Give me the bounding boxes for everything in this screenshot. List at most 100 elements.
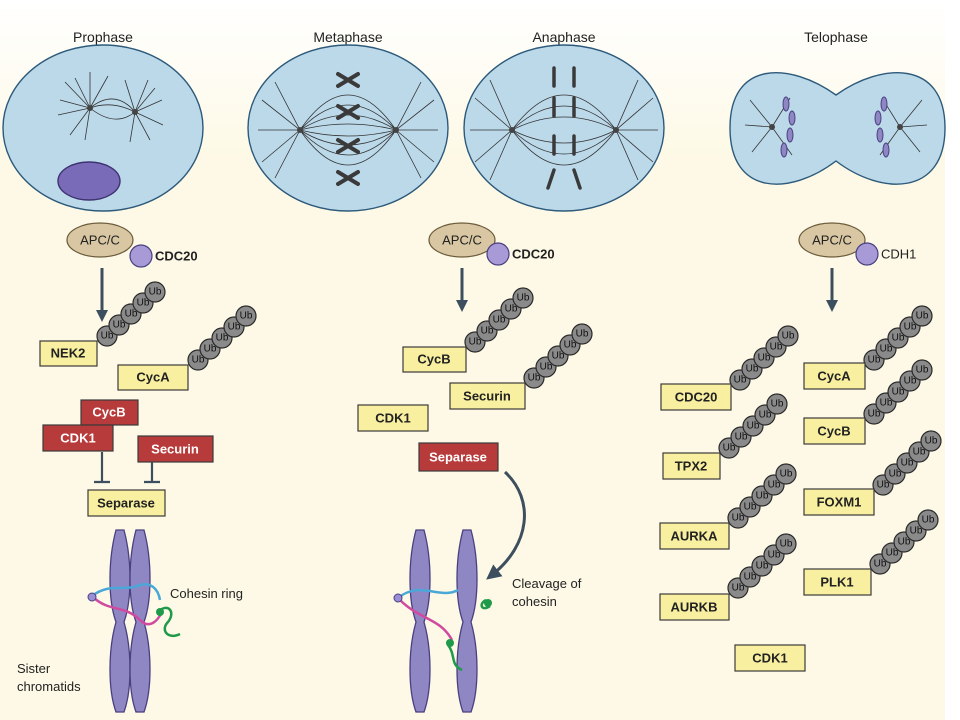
apc-label: APC/C (812, 233, 852, 248)
ubiquitin-icon (911, 359, 933, 381)
inhibition-bar-icon (94, 452, 110, 484)
apc-anaphase: APC/C (428, 222, 496, 258)
svg-text:TPX2: TPX2 (675, 459, 708, 474)
svg-text:CDK1: CDK1 (752, 651, 787, 666)
ubiquitin-label: Ub (780, 539, 793, 550)
ubiquitin-label: Ub (125, 309, 138, 320)
ubiquitin-icon (766, 393, 788, 415)
ubiquitin-label: Ub (916, 311, 929, 322)
cofactor-cdc20-anaphase: CDC20 (486, 242, 555, 266)
ubiquitin-icon (512, 287, 534, 309)
svg-text:Separase: Separase (97, 496, 155, 511)
ubiquitin-icon (920, 430, 942, 452)
svg-text:Separase: Separase (429, 450, 487, 465)
ubiquitin-label: Ub (734, 375, 747, 386)
ubiquitin-label: Ub (735, 432, 748, 443)
substrate-cycb-telophase: CycB (803, 417, 866, 445)
svg-text:Securin: Securin (463, 389, 511, 404)
ubiquitin-icon (571, 323, 593, 345)
ubiquitin-label: Ub (868, 409, 881, 420)
ubiquitin-label: Ub (901, 458, 914, 469)
substrate-cdc20: CDC20 (660, 383, 732, 411)
cleavage-label-line1: Cleavage of (512, 576, 582, 591)
ubiquitin-label: Ub (886, 548, 899, 559)
ubiquitin-label: Ub (768, 550, 781, 561)
cofactor-cdc20-prophase: CDC20 (129, 244, 198, 268)
ubiquitin-label: Ub (771, 399, 784, 410)
ubiquitin-label: Ub (880, 344, 893, 355)
ubiquitin-label: Ub (528, 373, 541, 384)
ubiquitin-label: Ub (913, 447, 926, 458)
active-separase: Separase (418, 442, 499, 472)
ubiquitin-label: Ub (192, 355, 205, 366)
ubiquitin-label: Ub (889, 469, 902, 480)
ubiquitin-chains: UbUbUbUbUbUbUbUbUbUbUbUbUbUbUbUbUbUbUbUb… (96, 281, 942, 599)
ubiquitin-label: Ub (101, 331, 114, 342)
sister-chromatids-label-line2: chromatids (17, 679, 81, 694)
ubiquitin-label: Ub (922, 515, 935, 526)
ubiquitin-label: Ub (113, 320, 126, 331)
ubiquitin-label: Ub (904, 376, 917, 387)
ubiquitin-label: Ub (744, 502, 757, 513)
cleavage-label-line2: cohesin (512, 594, 557, 609)
substrate-foxm1: FOXM1 (803, 488, 875, 516)
substrate-cycb: CycB (402, 346, 467, 373)
ubiquitin-icon (775, 463, 797, 485)
inhibitor-cdk1: CDK1 (42, 424, 114, 452)
ubiquitin-label: Ub (780, 469, 793, 480)
svg-text:CycA: CycA (136, 370, 170, 385)
ubiquitin-label: Ub (768, 480, 781, 491)
ubiquitin-label: Ub (216, 333, 229, 344)
svg-text:PLK1: PLK1 (820, 575, 853, 590)
ubiquitin-label: Ub (877, 480, 890, 491)
apc-label: APC/C (442, 233, 482, 248)
anaphase-cell (463, 44, 665, 212)
ubiquitin-icon (144, 281, 166, 303)
ubiquitin-label: Ub (576, 329, 589, 340)
ubiquitin-label: Ub (732, 513, 745, 524)
phase-title-anaphase: Anaphase (532, 29, 595, 45)
curved-arrow-icon (486, 470, 526, 580)
ubiquitin-label: Ub (747, 421, 760, 432)
ubiquitin-label: Ub (782, 331, 795, 342)
svg-text:CycB: CycB (817, 424, 850, 439)
ubiquitin-label: Ub (756, 491, 769, 502)
ubiquitin-label: Ub (756, 561, 769, 572)
substrate-aurka: AURKA (659, 522, 730, 550)
svg-text:CycB: CycB (417, 352, 450, 367)
svg-text:Securin: Securin (151, 442, 199, 457)
ubiquitin-label: Ub (746, 364, 759, 375)
apc-prophase: APC/C (66, 222, 134, 258)
telophase-cell (729, 72, 946, 185)
ubiquitin-label: Ub (240, 311, 253, 322)
ubiquitin-icon (917, 509, 939, 531)
substrate-plk1: PLK1 (803, 568, 872, 596)
ubiquitin-label: Ub (149, 287, 162, 298)
phase-title-telophase: Telophase (804, 29, 868, 45)
cohesin-ring-label: Cohesin ring (170, 586, 243, 601)
prophase-cell (2, 44, 204, 212)
ubiquitin-label: Ub (481, 326, 494, 337)
ubiquitin-label: Ub (552, 351, 565, 362)
ubiquitin-label: Ub (517, 293, 530, 304)
substrate-cyca: CycA (117, 364, 189, 391)
substrate-aurkb: AURKB (659, 593, 730, 621)
ubiquitin-label: Ub (759, 410, 772, 421)
ubiquitin-label: Ub (892, 333, 905, 344)
sister-chromatids-label-line1: Sister (17, 661, 51, 676)
inhibitor-cycb: CycB (80, 399, 139, 426)
ubiquitin-label: Ub (892, 387, 905, 398)
phase-title-metaphase: Metaphase (313, 29, 382, 45)
ubiquitin-icon (235, 305, 257, 327)
substrate-nek2: NEK2 (39, 340, 98, 367)
